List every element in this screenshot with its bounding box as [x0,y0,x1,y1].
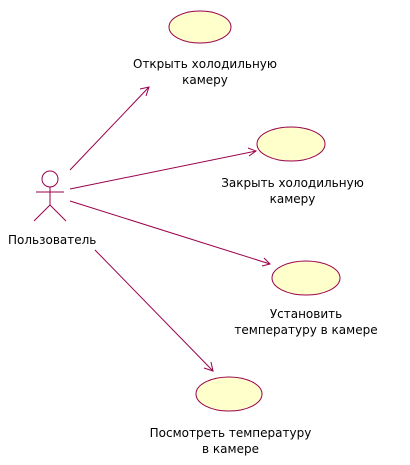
arrowhead-uc1 [139,86,150,97]
actor-figure[interactable] [33,170,67,222]
arrowhead-uc2 [247,147,258,157]
use-case-ellipse-uc4[interactable] [195,376,263,412]
association-uc3[interactable] [69,200,271,265]
use-case-ellipse-uc3[interactable] [271,260,341,296]
use-case-label-uc1: Открыть холодильную камеру [130,56,280,88]
use-case-ellipse-uc1[interactable] [168,10,232,44]
arrowhead-uc3 [261,257,271,267]
use-case-label-line: камеру [182,73,228,87]
use-case-label-line: камеру [269,192,316,206]
actor-left-leg [33,204,51,222]
actor-label: Пользователь [8,233,97,247]
use-case-label-uc2: Закрыть холодильную камеру [215,175,370,207]
association-uc2[interactable] [69,150,257,190]
association-uc1[interactable] [69,86,150,171]
arrowhead-uc4 [203,361,214,372]
use-cases [168,10,341,412]
use-case-ellipse-uc2[interactable] [256,126,326,162]
use-case-label-line: Открыть холодильную [133,57,277,71]
association-uc4[interactable] [94,249,214,372]
use-case-label-uc3: Установить температуру в камере [226,306,386,338]
use-case-label-line: Закрыть холодильную [221,176,364,190]
actor-head [41,170,59,188]
use-case-label-line: в камере [202,442,259,456]
associations [69,86,271,372]
use-case-label-uc4: Посмотреть температуру в камере [148,425,313,457]
use-case-label-line: Посмотреть температуру [149,426,312,440]
actor-right-leg [49,204,67,222]
use-case-label-line: Установить [269,307,343,321]
use-case-label-line: температуру в камере [234,323,378,337]
